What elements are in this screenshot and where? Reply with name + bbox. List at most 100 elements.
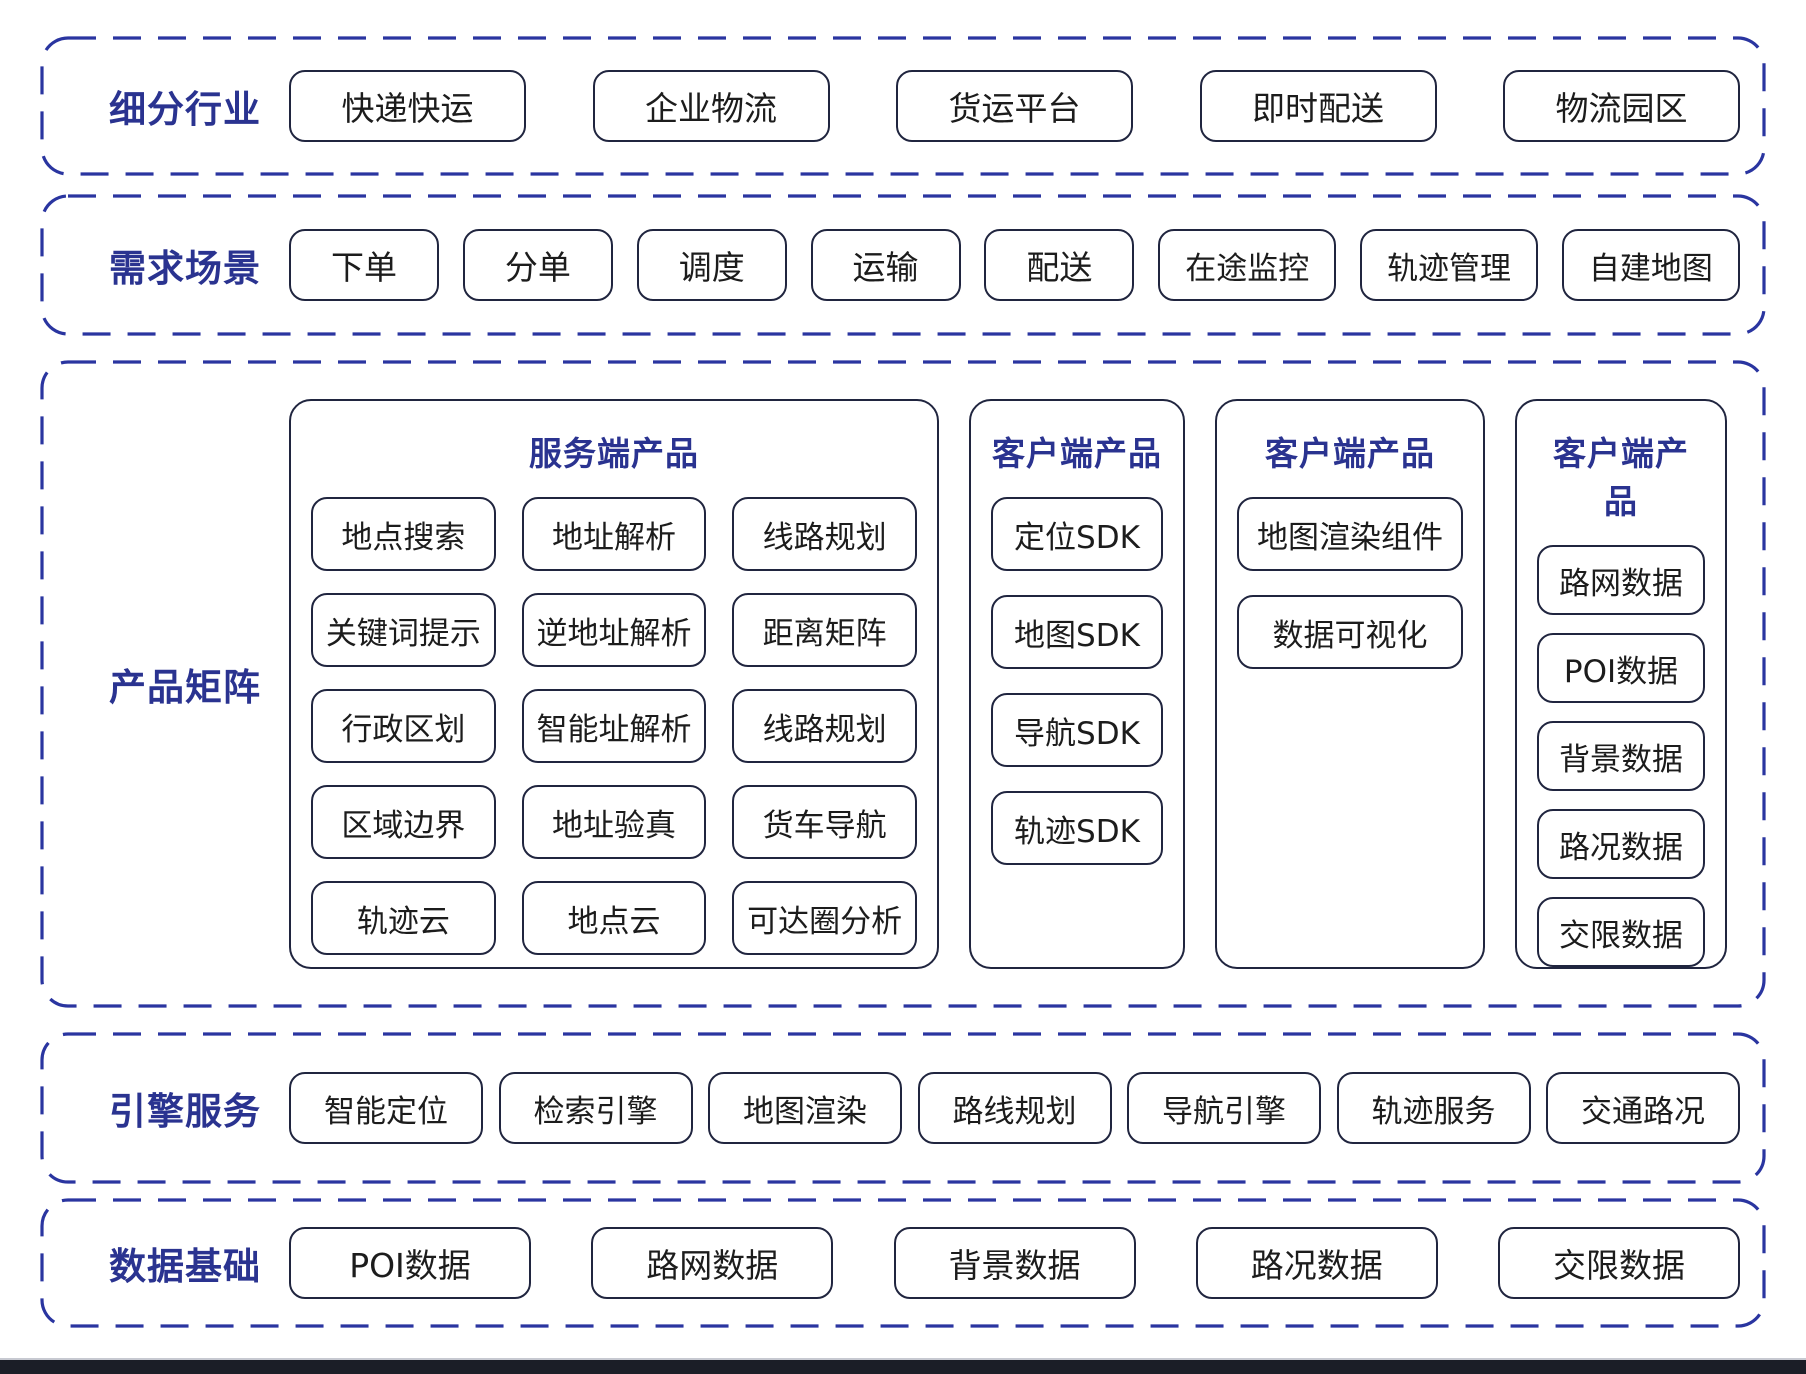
engine-box: 导航引擎 xyxy=(1127,1072,1321,1144)
engine-box: 轨迹服务 xyxy=(1336,1072,1531,1144)
server-product-box: 行政区划 xyxy=(311,689,496,763)
server-product-box: 轨迹云 xyxy=(311,881,496,955)
client-data-list: 路网数据 POI数据 背景数据 路况数据 xyxy=(1537,545,1705,967)
engine-box-label: 路线规划 xyxy=(952,1093,1077,1130)
client-sdk-list: 定位SDK 地图SDK 导航SDK 轨迹SDK xyxy=(991,497,1163,865)
server-product-label: 区域边界 xyxy=(341,807,466,844)
scenario-box: 在途监控 xyxy=(1158,229,1337,301)
server-product-label: 可达圈分析 xyxy=(747,903,903,940)
client-sdk-box: 导航SDK xyxy=(991,693,1163,767)
industries-items: 快递快运 企业物流 货运平台 即时配送 物流园区 xyxy=(289,70,1766,142)
scenario-box-label: 下单 xyxy=(331,248,397,287)
server-product-label: 关键词提示 xyxy=(325,615,481,652)
server-product-box: 地址验真 xyxy=(521,785,707,859)
engine-box-label: 轨迹服务 xyxy=(1371,1093,1496,1130)
scenario-box-label: 轨迹管理 xyxy=(1387,250,1512,287)
section-label-engines: 引擎服务 xyxy=(109,1090,261,1133)
client-data-box: POI数据 xyxy=(1537,633,1705,703)
industry-box: 快递快运 xyxy=(289,70,526,142)
client-sdk-box: 定位SDK xyxy=(991,497,1163,571)
server-products-column: 服务端产品 地点搜索 地址解析 线路规划 xyxy=(289,399,939,969)
server-product-box: 距离矩阵 xyxy=(732,593,917,667)
bottom-dark-bar xyxy=(0,1358,1806,1374)
server-product-label: 线路规划 xyxy=(762,519,887,556)
engine-box-label: 交通路况 xyxy=(1581,1093,1705,1130)
industry-box: 企业物流 xyxy=(592,70,830,142)
server-product-label: 线路规划 xyxy=(762,711,887,748)
server-product-label: 地址解析 xyxy=(551,519,676,556)
data-foundation-box-label: POI数据 xyxy=(349,1246,471,1285)
engine-box-label: 地图渲染 xyxy=(743,1093,867,1130)
client-sdk-box: 地图SDK xyxy=(991,595,1163,669)
section-label-industries: 细分行业 xyxy=(109,88,261,131)
client-data-box: 交限数据 xyxy=(1537,897,1705,967)
server-product-box: 地点搜索 xyxy=(311,497,496,571)
section-label-product-matrix: 产品矩阵 xyxy=(109,666,261,709)
engine-box: 检索引擎 xyxy=(498,1072,693,1144)
client-component-column: 客户端产品 地图渲染组件 数据可视化 xyxy=(1215,399,1485,969)
client-component-box: 数据可视化 xyxy=(1237,595,1463,669)
industry-box-label: 即时配送 xyxy=(1252,89,1384,128)
industry-box-label: 物流园区 xyxy=(1555,89,1688,128)
data-foundation-items: POI数据 路网数据 背景数据 路况数据 交限数据 xyxy=(289,1227,1766,1299)
section-product-matrix: 产品矩阵 服务端产品 地点搜索 地址解析 xyxy=(40,360,1766,1008)
industry-box-label: 货运平台 xyxy=(948,89,1081,128)
industry-box: 物流园区 xyxy=(1503,70,1740,142)
client-sdk-label: 轨迹SDK xyxy=(1014,813,1140,850)
client-data-box: 背景数据 xyxy=(1537,721,1705,791)
server-product-label: 地址验真 xyxy=(551,807,676,844)
client-data-column: 客户端产品 路网数据 POI数据 背景数据 xyxy=(1515,399,1727,969)
data-foundation-box-label: 交限数据 xyxy=(1553,1246,1685,1285)
client-sdk-label: 定位SDK xyxy=(1014,519,1140,556)
client-sdk-header: 客户端产品 xyxy=(992,434,1162,473)
client-component-list: 地图渲染组件 数据可视化 xyxy=(1237,497,1463,669)
client-data-label: POI数据 xyxy=(1563,653,1679,690)
server-product-label: 距离矩阵 xyxy=(762,615,887,652)
scenario-box-label: 运输 xyxy=(852,248,919,287)
client-data-label: 交限数据 xyxy=(1559,917,1683,954)
industry-box: 货运平台 xyxy=(896,70,1133,142)
engine-box: 智能定位 xyxy=(289,1072,483,1144)
client-component-header: 客户端产品 xyxy=(1265,434,1435,473)
server-product-label: 逆地址解析 xyxy=(536,615,692,652)
server-product-box: 区域边界 xyxy=(311,785,496,859)
scenario-box: 运输 xyxy=(810,229,961,301)
engine-box-label: 导航引擎 xyxy=(1162,1093,1286,1130)
industry-box-label: 企业物流 xyxy=(645,89,777,128)
client-data-header: 客户端产品 xyxy=(1553,434,1689,521)
server-product-label: 地点云 xyxy=(567,903,661,940)
server-product-label: 智能址解析 xyxy=(536,711,692,748)
scenario-box-label: 调度 xyxy=(678,248,745,287)
engines-items: 智能定位 检索引擎 地图渲染 路线规划 导航引擎 xyxy=(289,1072,1766,1144)
industry-box-label: 快递快运 xyxy=(341,89,474,128)
server-product-label: 轨迹云 xyxy=(356,903,450,940)
client-data-label: 路况数据 xyxy=(1559,829,1683,866)
data-foundation-box-label: 背景数据 xyxy=(948,1246,1081,1285)
server-product-label: 地点搜索 xyxy=(341,519,466,556)
scenario-box-label: 自建地图 xyxy=(1588,250,1713,287)
server-product-box: 可达圈分析 xyxy=(732,881,917,955)
scenario-box-label: 在途监控 xyxy=(1185,250,1310,287)
client-component-label: 地图渲染组件 xyxy=(1257,519,1443,556)
server-product-box: 地点云 xyxy=(521,881,707,955)
section-label-data-foundation: 数据基础 xyxy=(109,1245,261,1288)
client-sdk-box: 轨迹SDK xyxy=(991,791,1163,865)
server-product-box: 线路规划 xyxy=(732,689,917,763)
engine-box-label: 智能定位 xyxy=(324,1093,448,1130)
engine-box: 交通路况 xyxy=(1546,1072,1740,1144)
server-product-label: 行政区划 xyxy=(341,711,466,748)
engine-box: 地图渲染 xyxy=(708,1072,902,1144)
scenario-box: 调度 xyxy=(636,229,787,301)
client-sdk-label: 导航SDK xyxy=(1014,715,1140,752)
section-scenarios: 需求场景 下单 分单 调度 运输 配送 xyxy=(40,194,1766,336)
client-data-label: 路网数据 xyxy=(1559,565,1683,602)
scenario-box: 自建地图 xyxy=(1561,229,1740,301)
scenario-box: 下单 xyxy=(289,229,439,301)
scenario-box: 轨迹管理 xyxy=(1360,229,1539,301)
section-data-foundation: 数据基础 POI数据 路网数据 背景数据 路况数据 xyxy=(40,1198,1766,1328)
data-foundation-box: 路网数据 xyxy=(591,1227,834,1299)
industry-box: 即时配送 xyxy=(1199,70,1437,142)
client-sdk-label: 地图SDK xyxy=(1014,617,1140,654)
engine-box-label: 检索引擎 xyxy=(533,1093,658,1130)
data-foundation-box-label: 路网数据 xyxy=(646,1246,779,1285)
